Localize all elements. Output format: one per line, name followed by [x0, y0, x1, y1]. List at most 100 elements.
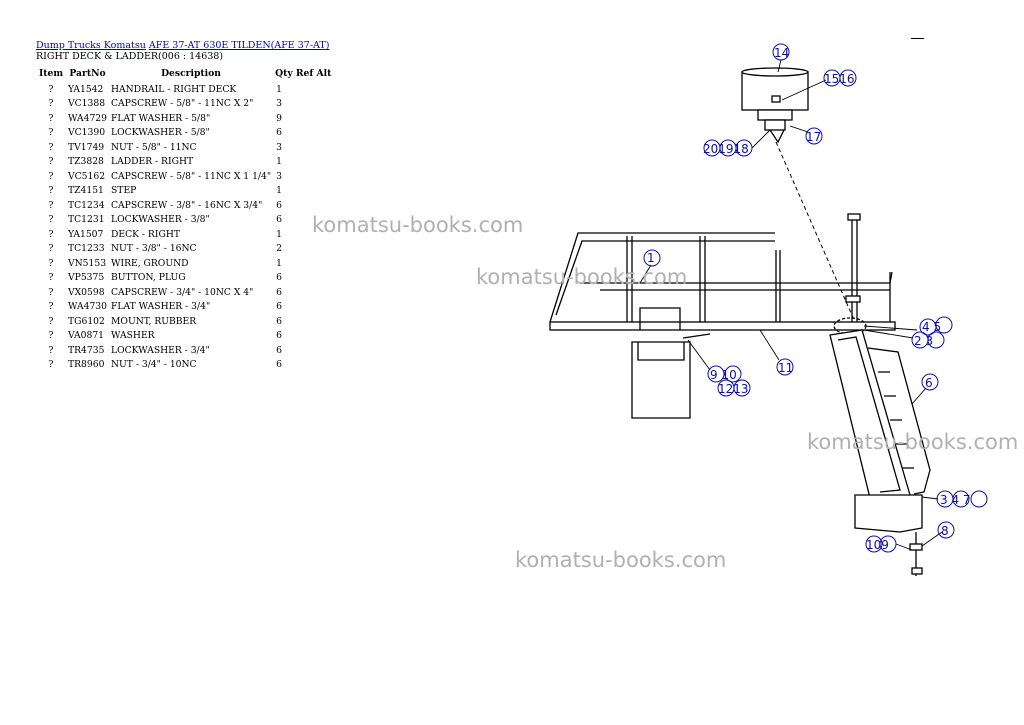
callout-11: 11 [778, 361, 793, 375]
cell-partno: TR4735 [68, 344, 105, 356]
cell-item: ? [48, 359, 54, 371]
cell-qty: 6 [276, 127, 282, 139]
cell-description: STEP [111, 185, 137, 197]
cell-item: ? [48, 301, 54, 313]
cell-item: ? [48, 83, 54, 95]
cell-partno: YA1542 [68, 83, 104, 95]
callout-9-10: 9 10 [710, 368, 737, 382]
breadcrumb: Dump Trucks Komatsu AFE 37-AT 630E TILDE… [36, 40, 336, 51]
cell-item: ? [48, 272, 54, 284]
cell-item: ? [48, 98, 54, 110]
header-alt: Alt [316, 68, 332, 79]
page-title: RIGHT DECK & LADDER(006 : 14638) [36, 51, 224, 62]
cell-qty: 6 [276, 315, 282, 327]
cell-qty: 1 [276, 257, 282, 269]
cell-description: LOCKWASHER - 3/4" [111, 344, 210, 356]
cell-description: LADDER - RIGHT [111, 156, 194, 168]
cell-partno: TC1234 [68, 199, 105, 211]
cell-partno: VX0598 [68, 286, 105, 298]
table-row: ? TR4735 LOCKWASHER - 3/4" 6 [36, 343, 333, 358]
cell-partno: YA1507 [68, 228, 104, 240]
cell-qty: 2 [276, 243, 282, 255]
cell-description: LOCKWASHER - 3/8" [111, 214, 210, 226]
cell-qty: 6 [276, 286, 282, 298]
breadcrumb-link-model[interactable]: AFE 37-AT 630E TILDEN(AFE 37-AT) [148, 40, 330, 51]
cell-partno: TR8960 [68, 359, 105, 371]
callout-2-3: 2 3 [914, 334, 933, 348]
cell-partno: VC1390 [68, 127, 106, 139]
cell-item: ? [48, 156, 54, 168]
cell-partno: TZ3828 [68, 156, 104, 168]
callout-8: 8 [941, 524, 949, 538]
cell-description: CAPSCREW - 3/4" - 10NC X 4" [111, 286, 254, 298]
callout-4-5: 4 5 [922, 320, 941, 334]
cell-qty: 6 [276, 344, 282, 356]
cell-partno: TG6102 [68, 315, 105, 327]
watermark-3: komatsu-books.com [807, 430, 1019, 454]
header-ref: Ref [295, 68, 314, 79]
cell-qty: 6 [276, 272, 282, 284]
callout-15-16: 1516 [824, 72, 855, 86]
cell-description: FLAT WASHER - 5/8" [111, 112, 211, 124]
cell-qty: 3 [276, 98, 282, 110]
watermark-4: komatsu-books.com [515, 548, 727, 572]
cell-partno: VC1388 [68, 98, 106, 110]
header-partno: PartNo [69, 68, 106, 79]
watermark-2: komatsu-books.com [476, 265, 688, 289]
cell-item: ? [48, 344, 54, 356]
minimize-dash [911, 38, 924, 39]
deck-handrail-drawing [549, 213, 896, 335]
cell-item: ? [48, 286, 54, 298]
cell-description: WASHER [111, 330, 155, 342]
cell-partno: WA4729 [68, 112, 108, 124]
header-description: Description [161, 68, 221, 79]
cell-description: NUT - 3/4" - 10NC [111, 359, 197, 371]
cell-description: WIRE, GROUND [111, 257, 189, 269]
cell-description: NUT - 5/8" - 11NC [111, 141, 197, 153]
callout-14: 14 [774, 46, 789, 60]
cell-qty: 3 [276, 141, 282, 153]
mount-assembly-drawing [741, 67, 856, 323]
callout-1: 1 [647, 251, 655, 265]
callout-17: 17 [806, 130, 821, 144]
cell-item: ? [48, 214, 54, 226]
watermark-1: komatsu-books.com [312, 213, 524, 237]
cell-item: ? [48, 141, 54, 153]
parts-table: Item PartNo Description Qty Ref Alt ? YA1… [36, 65, 333, 372]
cell-item: ? [48, 185, 54, 197]
cell-partno: VN5153 [68, 257, 107, 269]
cell-qty: 6 [276, 330, 282, 342]
callout-10-9: 109 [866, 538, 889, 552]
header-qty-ref-alt: Qty Ref Alt [273, 65, 333, 82]
breadcrumb-link-dump-trucks[interactable]: Dump Trucks Komatsu [36, 40, 146, 51]
cell-qty: 9 [276, 112, 282, 124]
cell-description: LOCKWASHER - 5/8" [111, 127, 210, 139]
callout-12-13: 1213 [718, 382, 749, 396]
cell-description: CAPSCREW - 5/8" - 11NC X 2" [111, 98, 254, 110]
ladder-drawing [829, 329, 931, 576]
cell-description: NUT - 3/8" - 16NC [111, 243, 197, 255]
callout-6: 6 [925, 376, 933, 390]
table-header-row: Item PartNo Description Qty Ref Alt [36, 65, 333, 82]
header-item: Item [38, 68, 64, 79]
callout-3-4-7: 3 4 7 [940, 493, 971, 507]
cell-item: ? [48, 228, 54, 240]
cell-qty: 1 [276, 228, 282, 240]
cell-item: ? [48, 315, 54, 327]
callout-circles [643, 43, 988, 553]
cell-description: FLAT WASHER - 3/4" [111, 301, 211, 313]
cell-description: BUTTON, PLUG [111, 272, 186, 284]
